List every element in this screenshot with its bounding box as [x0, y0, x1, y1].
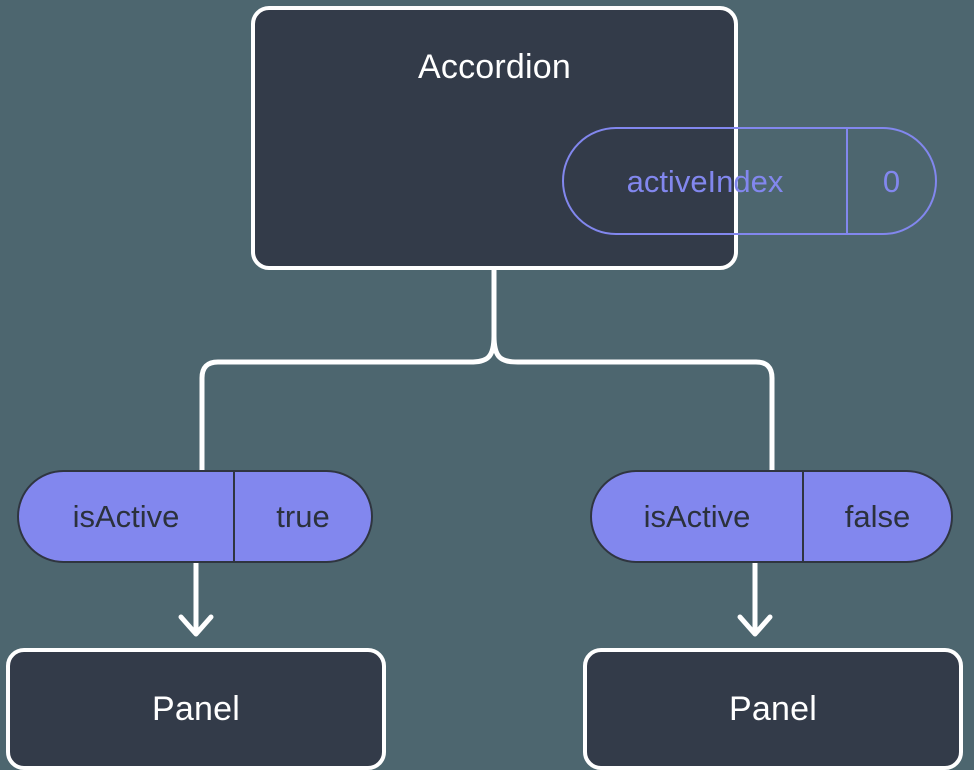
prop-key-label: isActive [592, 472, 804, 561]
branch-connector-right-icon [491, 333, 775, 473]
component-title-panel: Panel [729, 690, 817, 728]
state-pill-activeindex[interactable]: activeIndex 0 [562, 127, 937, 235]
component-title-accordion: Accordion [418, 48, 571, 86]
prop-value-label: true [276, 499, 330, 534]
state-value-label: 0 [882, 163, 901, 199]
prop-value-label: false [844, 499, 911, 534]
branch-connector-left-icon [199, 333, 497, 473]
arrow-down-head-icon [178, 614, 214, 637]
arrow-down-head-icon [737, 614, 773, 637]
prop-pill-isactive-false[interactable]: isActive false [590, 470, 953, 563]
component-title-panel: Panel [152, 690, 240, 728]
component-card-panel-right[interactable]: Panel [583, 648, 963, 770]
component-card-panel-left[interactable]: Panel [6, 648, 386, 770]
prop-pill-isactive-true[interactable]: isActive true [17, 470, 373, 563]
prop-key-label: isActive [19, 472, 235, 561]
state-key-label: activeIndex [564, 129, 848, 233]
component-card-accordion[interactable]: Accordion activeIndex 0 [251, 6, 937, 270]
